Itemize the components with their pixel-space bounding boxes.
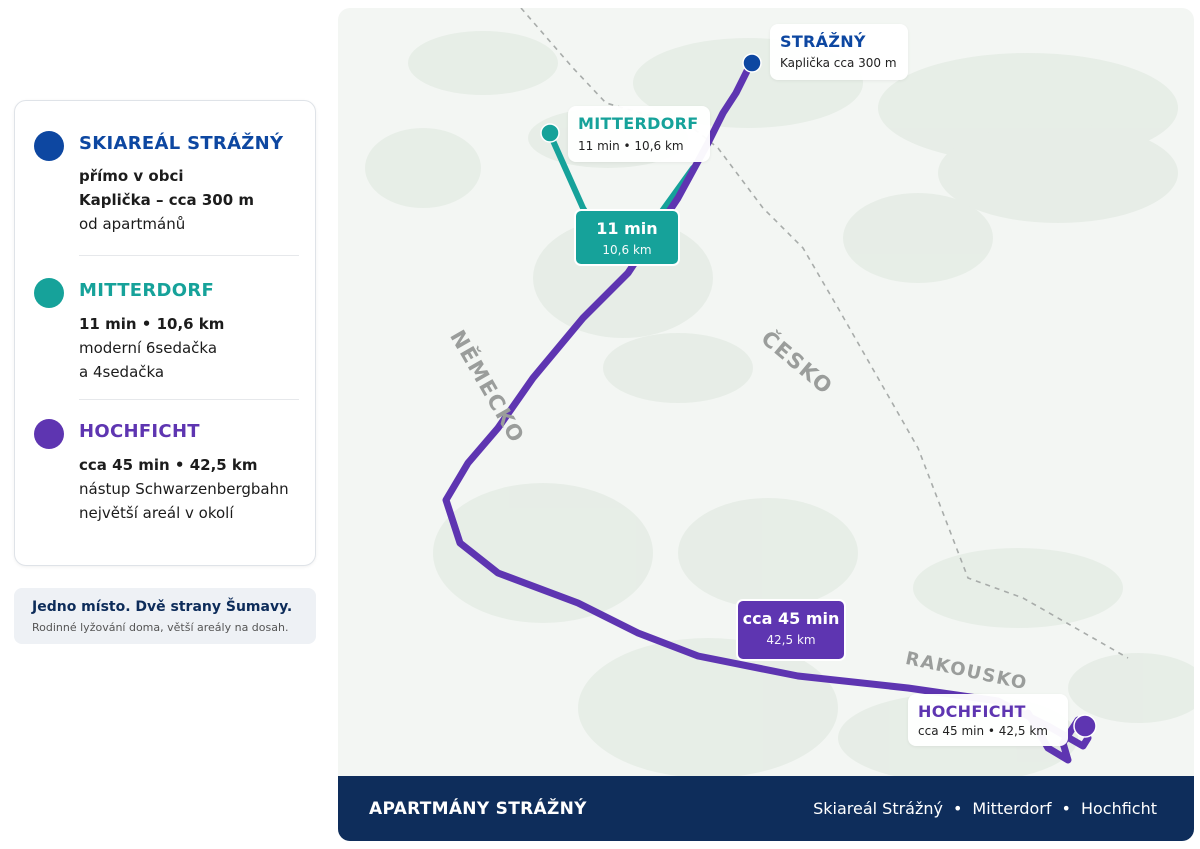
hochficht-badge-time: cca 45 min xyxy=(742,609,840,628)
legend-title-strazny: SKIAREÁL STRÁŽNÝ xyxy=(79,133,284,154)
legend-line: cca 45 min • 42,5 km xyxy=(79,456,258,474)
legend-card: SKIAREÁL STRÁŽNÝ přímo v obci Kaplička –… xyxy=(14,100,316,566)
mitterdorf-marker-icon[interactable] xyxy=(540,123,560,143)
footer-link-strazny[interactable]: Skiareál Strážný xyxy=(813,799,943,818)
legend-line: 11 min • 10,6 km xyxy=(79,315,225,333)
mitterdorf-label[interactable]: MITTERDORF 11 min • 10,6 km xyxy=(568,106,710,162)
map-canvas xyxy=(365,8,1194,783)
strazny-label[interactable]: STRÁŽNÝ Kaplička cca 300 m xyxy=(770,24,908,80)
map-panel[interactable]: NĚMECKO ČESKO RAKOUSKO STRÁŽNÝ Kaplička … xyxy=(338,8,1194,841)
legend-title-hochficht: HOCHFICHT xyxy=(79,421,200,442)
hochficht-marker-icon[interactable] xyxy=(1073,714,1097,738)
strazny-dot-icon xyxy=(34,131,64,161)
footer-link-hochficht[interactable]: Hochficht xyxy=(1080,799,1157,818)
legend-line: Kaplička – cca 300 m xyxy=(79,191,254,209)
mitterdorf-dot-icon xyxy=(34,278,64,308)
separator-dot: • xyxy=(1061,799,1071,818)
tagline-title: Jedno místo. Dvě strany Šumavy. xyxy=(32,599,293,615)
legend-line: a 4sedačka xyxy=(79,363,165,381)
footer-link-mitterdorf[interactable]: Mitterdorf xyxy=(972,799,1052,818)
separator-dot: • xyxy=(952,799,963,818)
legend-line: největší areál v okolí xyxy=(79,504,234,522)
legend-line: moderní 6sedačka xyxy=(79,339,218,357)
legend-title-mitterdorf: MITTERDORF xyxy=(79,280,215,301)
hochficht-route-badge[interactable]: cca 45 min 42,5 km xyxy=(736,599,846,661)
strazny-info: Kaplička cca 300 m xyxy=(780,56,897,70)
hochficht-label[interactable]: HOCHFICHT cca 45 min • 42,5 km xyxy=(908,694,1068,746)
mitterdorf-badge-time: 11 min xyxy=(596,219,658,238)
hochficht-info: cca 45 min • 42,5 km xyxy=(918,724,1048,738)
hochficht-badge-distance: 42,5 km xyxy=(766,633,816,647)
mitterdorf-route-badge[interactable]: 11 min 10,6 km xyxy=(574,209,680,266)
strazny-name: STRÁŽNÝ xyxy=(780,32,866,51)
legend-line: přímo v obci xyxy=(79,167,184,185)
legend-line: nástup Schwarzenbergbahn xyxy=(79,480,289,498)
tagline-box: Jedno místo. Dvě strany Šumavy. Rodinné … xyxy=(14,588,316,644)
footer-links: Skiareál Strážný • Mitterdorf • Hochficht xyxy=(813,799,1157,818)
legend-divider xyxy=(79,399,299,400)
legend-line: od apartmánů xyxy=(79,215,186,233)
hochficht-dot-icon xyxy=(34,419,64,449)
tagline-subtitle: Rodinné lyžování doma, větší areály na d… xyxy=(32,621,289,634)
strazny-marker-icon[interactable] xyxy=(742,53,762,73)
national-border-line xyxy=(520,8,1129,659)
mitterdorf-info: 11 min • 10,6 km xyxy=(578,139,684,153)
mitterdorf-name: MITTERDORF xyxy=(578,114,699,133)
footer-bar: APARTMÁNY STRÁŽNÝ Skiareál Strážný • Mitte… xyxy=(338,776,1194,841)
legend-divider xyxy=(79,255,299,256)
hochficht-name: HOCHFICHT xyxy=(918,702,1026,721)
mitterdorf-badge-distance: 10,6 km xyxy=(602,243,652,257)
footer-title: APARTMÁNY STRÁŽNÝ xyxy=(369,799,587,819)
